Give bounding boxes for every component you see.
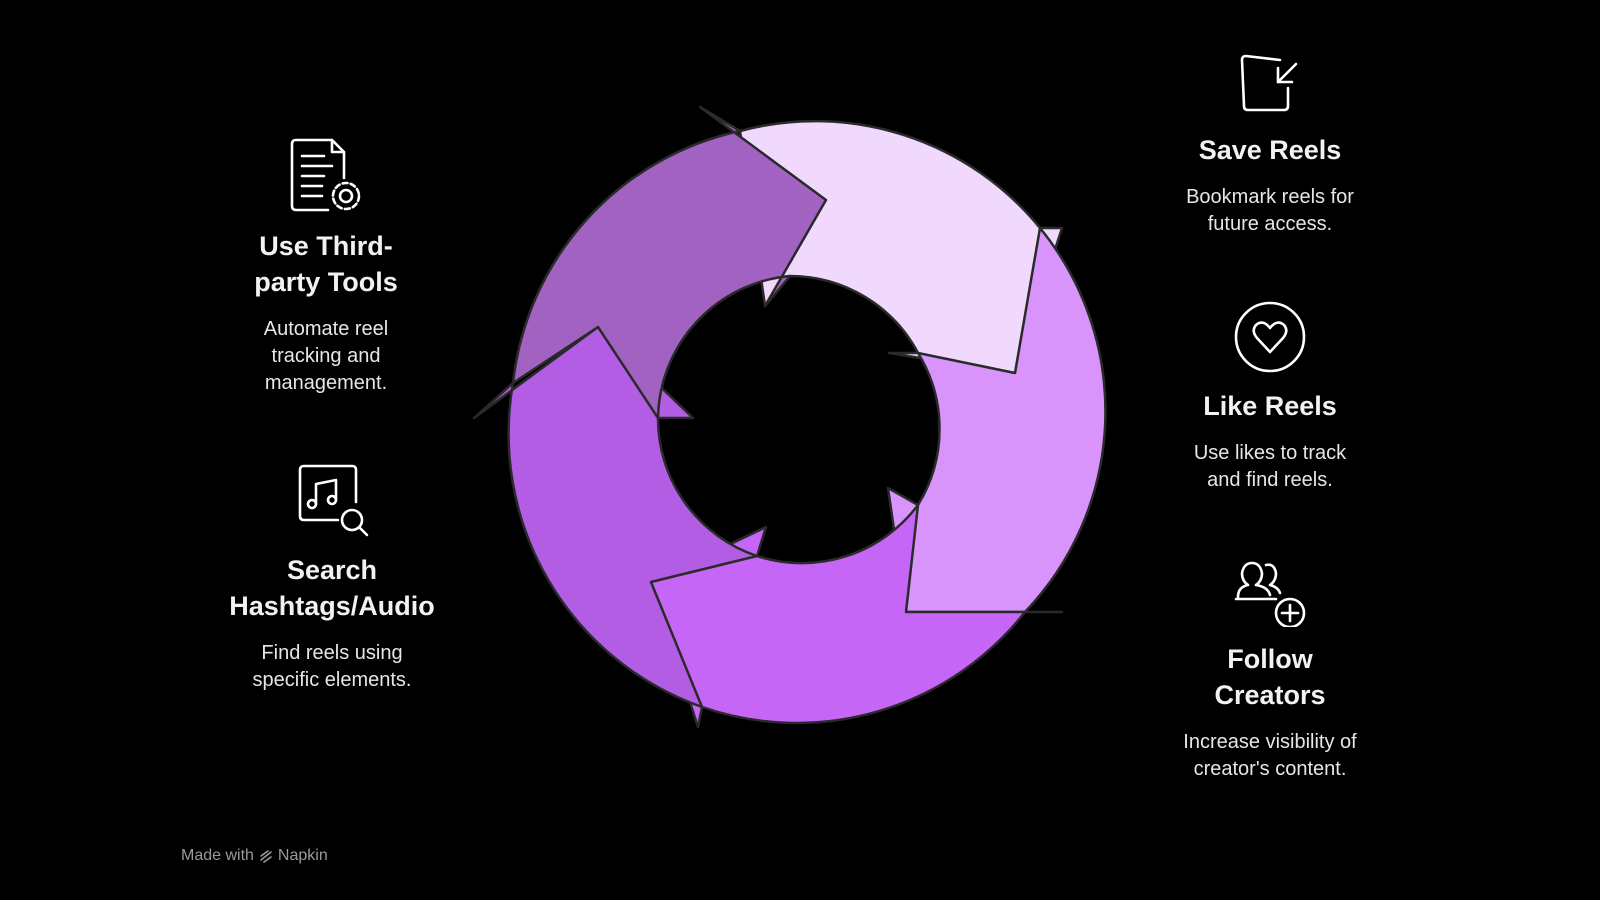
cycle-segment-left <box>472 325 759 709</box>
step-title: Search Hashtags/Audio <box>229 555 435 621</box>
step-save-reels: Save Reels Bookmark reels for future acc… <box>1150 48 1390 238</box>
footer-brand: Napkin <box>277 847 328 864</box>
step-title: Save Reels <box>1198 135 1342 165</box>
music-search-icon <box>298 464 369 537</box>
save-bookmark-icon <box>1240 54 1298 112</box>
footer-made-with: Made with <box>181 847 254 864</box>
step-description: Use likes to track and find reels. <box>1193 442 1347 491</box>
step-description: Find reels using specific elements. <box>252 642 412 691</box>
step-description: Automate reel tracking and management. <box>263 318 389 394</box>
follow-users-icon <box>1234 561 1306 627</box>
napkin-logo-icon <box>260 850 272 863</box>
step-description: Bookmark reels for future access. <box>1186 186 1354 235</box>
step-search-hashtags-audio: Search Hashtags/Audio Find reels using s… <box>212 462 452 694</box>
step-like-reels: Like Reels Use likes to track and find r… <box>1150 300 1390 494</box>
heart-icon <box>1234 301 1306 373</box>
step-title: Follow Creators <box>1214 644 1326 710</box>
step-description: Increase visibility of creator's content… <box>1183 731 1357 780</box>
document-gear-icon <box>290 138 361 212</box>
cycle-segment-right <box>886 226 1107 614</box>
step-title: Use Third-party Tools <box>254 231 398 297</box>
step-follow-creators: Follow Creators Increase visibility of c… <box>1150 555 1390 783</box>
step-third-party-tools: Use Third-party Tools Automate reel trac… <box>206 138 446 397</box>
step-title: Like Reels <box>1203 391 1337 421</box>
cycle-segment-topleft <box>511 105 828 420</box>
made-with-napkin-footer: Made with Napkin <box>181 847 328 865</box>
